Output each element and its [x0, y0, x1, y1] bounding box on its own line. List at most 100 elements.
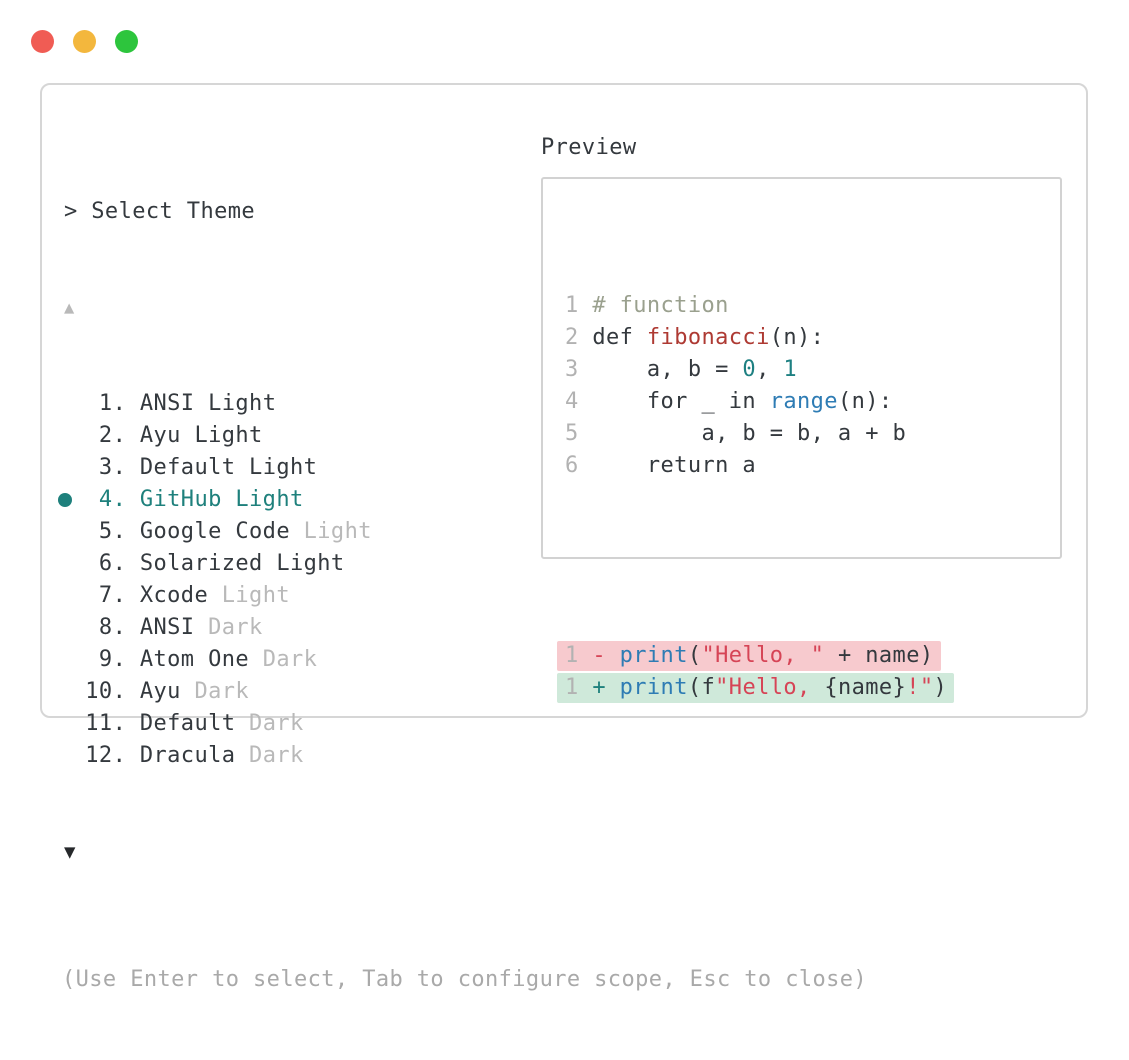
code-line: 2 def fibonacci(n): [565, 322, 954, 354]
code-line: 4 for _ in range(n): [565, 386, 954, 418]
row-marker [58, 740, 72, 772]
theme-number: 12. [71, 743, 140, 768]
line-number: 2 [565, 325, 579, 350]
theme-variant: Dark [235, 711, 304, 736]
theme-list-item[interactable]: 5. Google Code Light [58, 516, 867, 548]
code-token: "Hello, [715, 675, 825, 700]
theme-list-item[interactable]: 8. ANSI Dark [58, 612, 867, 644]
theme-list-item[interactable]: 3. Default Light [58, 452, 867, 484]
theme-name: Solarized [139, 551, 263, 576]
theme-name: Default [139, 455, 236, 480]
theme-name: Default [139, 711, 236, 736]
theme-variant: Light [289, 519, 372, 544]
theme-list-item[interactable]: 10. Ayu Dark [58, 676, 867, 708]
code-token: a, b = b, a + b [592, 421, 907, 446]
diff-line-added: 1 + print(f"Hello, {name}!") [557, 672, 955, 704]
theme-variant: Light [180, 423, 263, 448]
minimize-button[interactable] [73, 30, 96, 53]
code-token: return a [592, 453, 757, 478]
code-token: print [619, 675, 688, 700]
line-number: 4 [565, 389, 579, 414]
line-number: 1 [565, 643, 579, 668]
theme-name: GitHub [139, 487, 222, 512]
code-line: 6 return a [565, 450, 954, 482]
theme-variant: Dark [194, 615, 263, 640]
scroll-down-indicator[interactable]: ▼ [64, 841, 76, 863]
selected-dot [58, 493, 72, 507]
diff-sign: + [592, 675, 606, 700]
code-token: 0 [742, 357, 757, 382]
diff-block: 1 - print("Hello, " + name)1 + print(f"H… [557, 640, 955, 704]
scroll-up-indicator[interactable]: ▲ [64, 298, 75, 318]
theme-name: ANSI [139, 615, 195, 640]
theme-name: Xcode [139, 583, 209, 608]
row-marker [58, 452, 72, 484]
code-token: a, b = [592, 357, 743, 382]
code-token: fibonacci [646, 325, 770, 350]
code-token: def [592, 325, 647, 350]
theme-name: ANSI [139, 391, 195, 416]
theme-selector-panel: > Select Theme ▲ 1. ANSI Light 2. Ayu Li… [40, 83, 1088, 992]
line-number: 1 [565, 675, 579, 700]
theme-list-item[interactable]: 4. GitHub Light [58, 484, 867, 516]
code-token: range [769, 389, 838, 414]
theme-list-item[interactable]: 1. ANSI Light [58, 388, 867, 420]
row-marker [58, 644, 72, 676]
theme-name: Dracula [139, 743, 236, 768]
diff-highlight-removed: 1 - print("Hello, " + name) [557, 641, 941, 671]
row-marker [58, 548, 72, 580]
row-marker [58, 708, 72, 740]
theme-name: Ayu [139, 423, 181, 448]
theme-variant: Light [221, 487, 304, 512]
row-marker [58, 676, 72, 708]
window-controls [31, 30, 138, 53]
code-token: {name} [824, 675, 907, 700]
theme-list-item[interactable]: 6. Solarized Light [58, 548, 867, 580]
code-token: # function [592, 293, 729, 318]
theme-list-item[interactable]: 11. Default Dark [58, 708, 867, 740]
code-line: 5 a, b = b, a + b [565, 418, 954, 450]
code-token: (n): [837, 389, 893, 414]
zoom-button[interactable] [115, 30, 138, 53]
theme-number: 1. [71, 391, 140, 416]
theme-list-item[interactable]: 2. Ayu Light [58, 420, 867, 452]
close-button[interactable] [31, 30, 54, 53]
theme-number: 10. [71, 679, 140, 704]
theme-number: 8. [71, 615, 140, 640]
row-marker [58, 420, 72, 452]
line-number: 5 [565, 421, 579, 446]
code-token: ( [687, 643, 702, 668]
diff-highlight-added: 1 + print(f"Hello, {name}!") [557, 673, 955, 703]
code-token: for _ in [592, 389, 770, 414]
line-number: 3 [565, 357, 579, 382]
theme-name: Google Code [139, 519, 290, 544]
diff-sign: - [592, 643, 606, 668]
theme-list-item[interactable]: 9. Atom One Dark [58, 644, 867, 676]
theme-variant: Light [194, 391, 277, 416]
code-token: print [619, 643, 688, 668]
code-token: 1 [783, 357, 798, 382]
code-token: "Hello, " [701, 643, 825, 668]
code-token: !" [906, 675, 934, 700]
theme-variant: Dark [249, 647, 318, 672]
theme-number: 11. [71, 711, 140, 736]
line-number: 1 [565, 293, 579, 318]
theme-number: 3. [71, 455, 140, 480]
code-line: 3 a, b = 0, 1 [565, 354, 954, 386]
footer-hint: (Use Enter to select, Tab to configure s… [62, 967, 868, 992]
theme-name: Atom One [139, 647, 250, 672]
theme-variant: Light [235, 455, 318, 480]
theme-number: 4. [71, 487, 140, 512]
row-marker [58, 516, 72, 548]
theme-list-item[interactable]: 7. Xcode Light [58, 580, 867, 612]
theme-number: 6. [71, 551, 140, 576]
code-gap [557, 546, 954, 576]
theme-number: 5. [71, 519, 140, 544]
theme-variant: Light [208, 583, 290, 608]
code-token: (n): [769, 325, 825, 350]
theme-number: 7. [71, 583, 140, 608]
line-number: 6 [565, 453, 579, 478]
